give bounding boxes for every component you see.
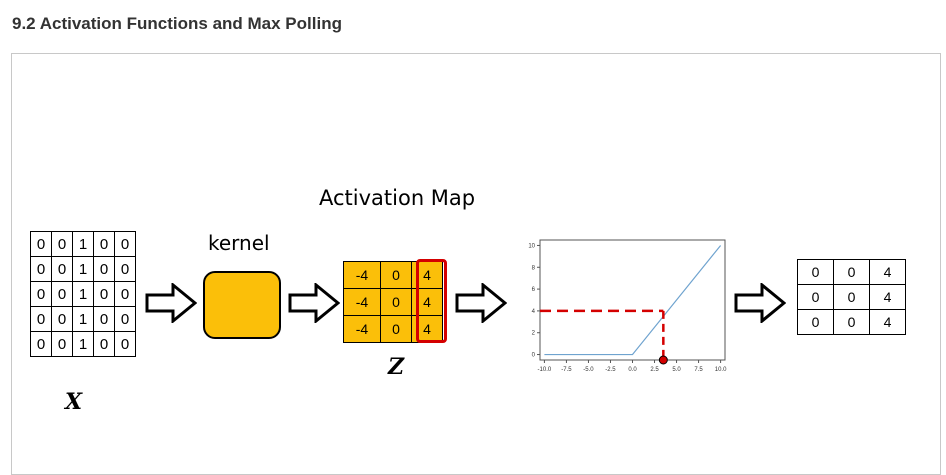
- x-tick-label: -7.5: [561, 367, 572, 373]
- x-tick-label: -2.5: [605, 367, 616, 373]
- arrow-icon: [288, 283, 340, 323]
- input-cell: 0: [30, 281, 52, 307]
- input-cell: 0: [93, 281, 115, 307]
- input-cell: 0: [30, 331, 52, 357]
- input-cell: 0: [114, 256, 136, 282]
- z-label: Z: [388, 354, 405, 380]
- x-tick-label: 7.5: [694, 367, 703, 373]
- relu-chart: -10.0 -7.5 -5.0 -2.5 0.0 2.5 5.0 7.5 10.0 0 2 4 6 8 10: [528, 239, 727, 373]
- x-tick-label: 5.0: [672, 367, 681, 373]
- activation-cell: 0: [380, 261, 412, 289]
- activation-cell: -4: [343, 288, 381, 316]
- output-cell: 4: [869, 309, 906, 335]
- y-tick-label: 8: [532, 265, 536, 271]
- input-cell: 0: [93, 256, 115, 282]
- input-cell: 1: [72, 306, 94, 332]
- input-cell: 0: [51, 281, 73, 307]
- input-cell: 0: [93, 231, 115, 257]
- input-cell: 0: [30, 306, 52, 332]
- activation-cell: 0: [380, 288, 412, 316]
- y-tick-label: 2: [532, 331, 536, 337]
- x-tick-label: -5.0: [583, 367, 594, 373]
- input-cell: 0: [51, 331, 73, 357]
- input-cell: 0: [114, 281, 136, 307]
- x-label: X: [65, 389, 83, 415]
- kernel-label: kernel: [208, 231, 270, 255]
- output-cell: 0: [797, 309, 834, 335]
- input-cell: 0: [93, 306, 115, 332]
- y-tick-label: 4: [532, 309, 536, 315]
- x-tick-label: 10.0: [715, 367, 727, 373]
- output-cell: 0: [833, 259, 870, 285]
- input-cell: 0: [114, 306, 136, 332]
- arrow-icon: [145, 283, 197, 323]
- kernel-box: [203, 271, 281, 339]
- input-cell: 1: [72, 256, 94, 282]
- relu-line: [544, 245, 722, 356]
- input-cell: 0: [114, 231, 136, 257]
- arrow-icon: [734, 283, 786, 323]
- input-cell: 0: [51, 256, 73, 282]
- input-cell: 1: [72, 331, 94, 357]
- x-tick-label: -10.0: [538, 367, 552, 373]
- max-column-highlight: [416, 259, 447, 343]
- x-tick-label: 0.0: [628, 367, 637, 373]
- input-cell: 0: [30, 231, 52, 257]
- input-cell: 0: [51, 231, 73, 257]
- output-cell: 0: [833, 309, 870, 335]
- input-cell: 0: [51, 306, 73, 332]
- plot-frame: [539, 239, 726, 361]
- activation-cell: 0: [380, 315, 412, 343]
- input-cell: 0: [30, 256, 52, 282]
- input-point-marker: [658, 355, 668, 365]
- activation-cell: -4: [343, 261, 381, 289]
- arrow-icon: [455, 283, 507, 323]
- y-tick-label: 0: [532, 353, 536, 359]
- input-cell: 1: [72, 231, 94, 257]
- input-cell: 0: [114, 331, 136, 357]
- y-tick-label: 6: [532, 287, 536, 293]
- activation-map-title: Activation Map: [319, 186, 476, 210]
- x-tick-label: 2.5: [650, 367, 659, 373]
- input-cell: 0: [93, 331, 115, 357]
- output-cell: 4: [869, 259, 906, 285]
- output-cell: 0: [797, 284, 834, 310]
- output-cell: 4: [869, 284, 906, 310]
- output-cell: 0: [833, 284, 870, 310]
- output-cell: 0: [797, 259, 834, 285]
- activation-cell: -4: [343, 315, 381, 343]
- section-heading: 9.2 Activation Functions and Max Polling: [12, 14, 342, 33]
- input-cell: 1: [72, 281, 94, 307]
- y-tick-label: 10: [528, 243, 535, 249]
